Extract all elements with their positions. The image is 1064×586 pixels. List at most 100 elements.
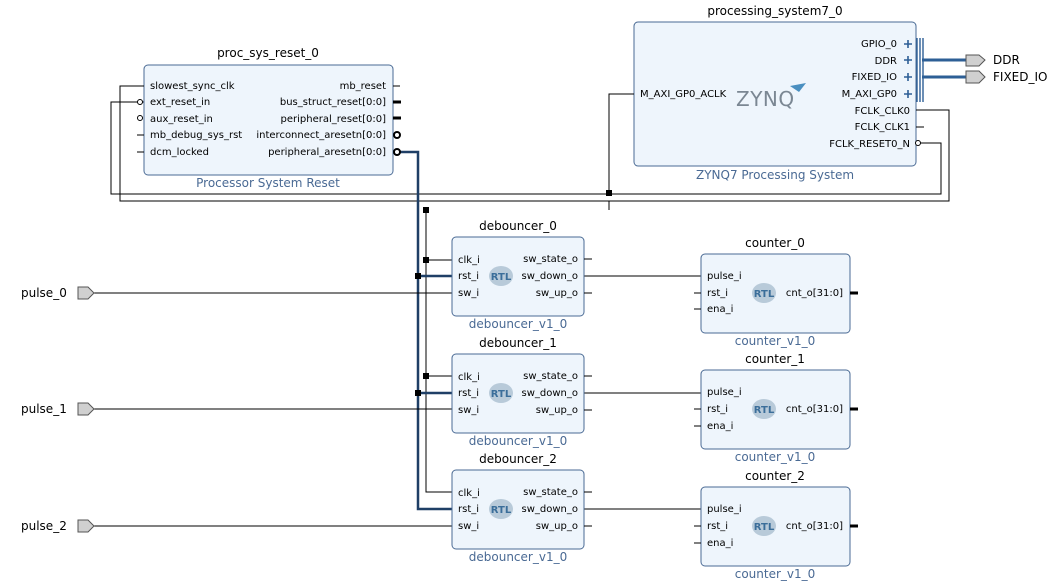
pin-label: sw_i (458, 405, 479, 416)
input-port-arrow-icon (77, 402, 95, 416)
block-subtitle: ZYNQ7 Processing System (696, 168, 854, 182)
junction-dot (415, 273, 421, 279)
block-body[interactable] (451, 469, 585, 550)
rtl-badge-icon (489, 383, 513, 403)
port-label: pulse_1 (21, 402, 67, 416)
pin-label: cnt_o[31:0] (786, 404, 843, 415)
wires (93, 58, 966, 527)
pin-inverted-circle (137, 115, 143, 121)
external-port-fixed-io[interactable]: FIXED_IO (965, 70, 1047, 84)
pin-label: sw_up_o (536, 521, 578, 532)
pin-label: sw_down_o (522, 504, 579, 515)
block-body[interactable] (143, 64, 394, 176)
interface-bus-stubs (916, 38, 924, 102)
pin-label: GPIO_0 (861, 39, 897, 50)
pin-label: FIXED_IO (852, 72, 898, 83)
pin-label: cnt_o[31:0] (786, 288, 843, 299)
block-title: counter_1 (745, 352, 805, 366)
pin-label: cnt_o[31:0] (786, 521, 843, 532)
rtl-badge-label: RTL (754, 289, 775, 300)
rtl-badge-icon (489, 499, 513, 519)
pin-label: peripheral_reset[0:0] (281, 114, 387, 125)
wire-fclk-reset0-n[interactable] (110, 101, 942, 195)
block-title: proc_sys_reset_0 (217, 46, 319, 60)
block-title: debouncer_0 (479, 219, 557, 233)
block-proc-sys-reset[interactable]: proc_sys_reset_0 Processor System Reset … (137, 46, 401, 190)
pin-label: pulse_i (707, 504, 742, 515)
pin-label: ena_i (707, 421, 733, 432)
block-processing-system[interactable]: processing_system7_0 ZYNQ7 Processing Sy… (627, 4, 924, 182)
block-subtitle: debouncer_v1_0 (469, 550, 567, 564)
block-subtitle: counter_v1_0 (735, 334, 816, 348)
pin-label: pulse_i (707, 387, 742, 398)
pin-label: peripheral_aresetn[0:0] (268, 147, 386, 158)
junction-dot (423, 207, 429, 213)
pin-label: sw_i (458, 521, 479, 532)
rtl-badge-icon (752, 516, 776, 536)
external-port-pulse-1[interactable]: pulse_1 (21, 402, 95, 416)
block-debouncer-1[interactable]: debouncer_1 debouncer_v1_0 clk_i rst_i s… (451, 336, 592, 448)
pin-label: FCLK_CLK1 (855, 122, 910, 133)
pin-inverted-circle (393, 148, 401, 156)
wire-peripheral-aresetn[interactable] (396, 150, 452, 511)
rtl-badge-label: RTL (754, 522, 775, 533)
rtl-badge-icon (752, 283, 776, 303)
pin-label: interconnect_aresetn[0:0] (256, 130, 386, 141)
external-port-pulse-2[interactable]: pulse_2 (21, 519, 95, 533)
external-port-ddr[interactable]: DDR (965, 53, 1020, 67)
rtl-badge-label: RTL (491, 389, 512, 400)
block-subtitle: counter_v1_0 (735, 567, 816, 581)
pin-label: aux_reset_in (150, 114, 213, 125)
pin-label: bus_struct_reset[0:0] (280, 97, 386, 108)
rtl-badge-label: RTL (491, 505, 512, 516)
output-port-arrow-icon (965, 70, 986, 84)
pin-label: M_AXI_GP0_ACLK (640, 89, 727, 100)
pin-label: sw_up_o (536, 405, 578, 416)
pin-inverted-circle (393, 131, 401, 139)
pin-label: rst_i (707, 404, 728, 415)
pin-label: sw_state_o (523, 254, 578, 265)
pin-label: rst_i (458, 504, 479, 515)
block-title: debouncer_2 (479, 452, 557, 466)
pin-label: FCLK_RESET0_N (829, 139, 910, 150)
block-counter-1[interactable]: counter_1 counter_v1_0 pulse_i rst_i ena… (694, 352, 858, 464)
block-subtitle: Processor System Reset (196, 176, 340, 190)
block-title: debouncer_1 (479, 336, 557, 350)
pin-label: rst_i (707, 288, 728, 299)
wire-fclk-clk0[interactable] (119, 85, 950, 493)
interface-plus-icons (904, 40, 912, 98)
block-title: counter_2 (745, 469, 805, 483)
block-body[interactable] (451, 353, 585, 434)
pin-label: ena_i (707, 538, 733, 549)
pin-label: rst_i (458, 388, 479, 399)
pin-label: slowest_sync_clk (150, 81, 235, 92)
rtl-badge-icon (489, 266, 513, 286)
external-port-pulse-0[interactable]: pulse_0 (21, 286, 95, 300)
pin-label: ena_i (707, 304, 733, 315)
pin-label: ext_reset_in (150, 97, 210, 108)
pin-label: sw_down_o (522, 388, 579, 399)
block-debouncer-2[interactable]: debouncer_2 debouncer_v1_0 clk_i rst_i s… (451, 452, 592, 564)
zynq-logo-mark-icon (790, 83, 806, 92)
pin-label: sw_state_o (523, 371, 578, 382)
pin-label: DDR (875, 56, 897, 67)
block-body[interactable] (451, 236, 585, 317)
junction-dot (415, 390, 421, 396)
pin-inverted-circle (137, 99, 143, 105)
block-counter-2[interactable]: counter_2 counter_v1_0 pulse_i rst_i ena… (694, 469, 858, 581)
port-label: pulse_2 (21, 519, 67, 533)
junction-dot (423, 373, 429, 379)
pin-label: clk_i (458, 372, 480, 383)
block-debouncer-0[interactable]: debouncer_0 debouncer_v1_0 clk_i rst_i s… (451, 219, 592, 331)
block-title: counter_0 (745, 236, 805, 250)
port-label: pulse_0 (21, 286, 67, 300)
block-subtitle: counter_v1_0 (735, 450, 816, 464)
pin-label: mb_reset (340, 81, 386, 92)
block-counter-0[interactable]: counter_0 counter_v1_0 pulse_i rst_i ena… (694, 236, 858, 348)
port-label: DDR (993, 53, 1020, 67)
rtl-badge-label: RTL (754, 405, 775, 416)
junction-dot (423, 257, 429, 263)
block-subtitle: debouncer_v1_0 (469, 317, 567, 331)
pin-label: sw_state_o (523, 487, 578, 498)
